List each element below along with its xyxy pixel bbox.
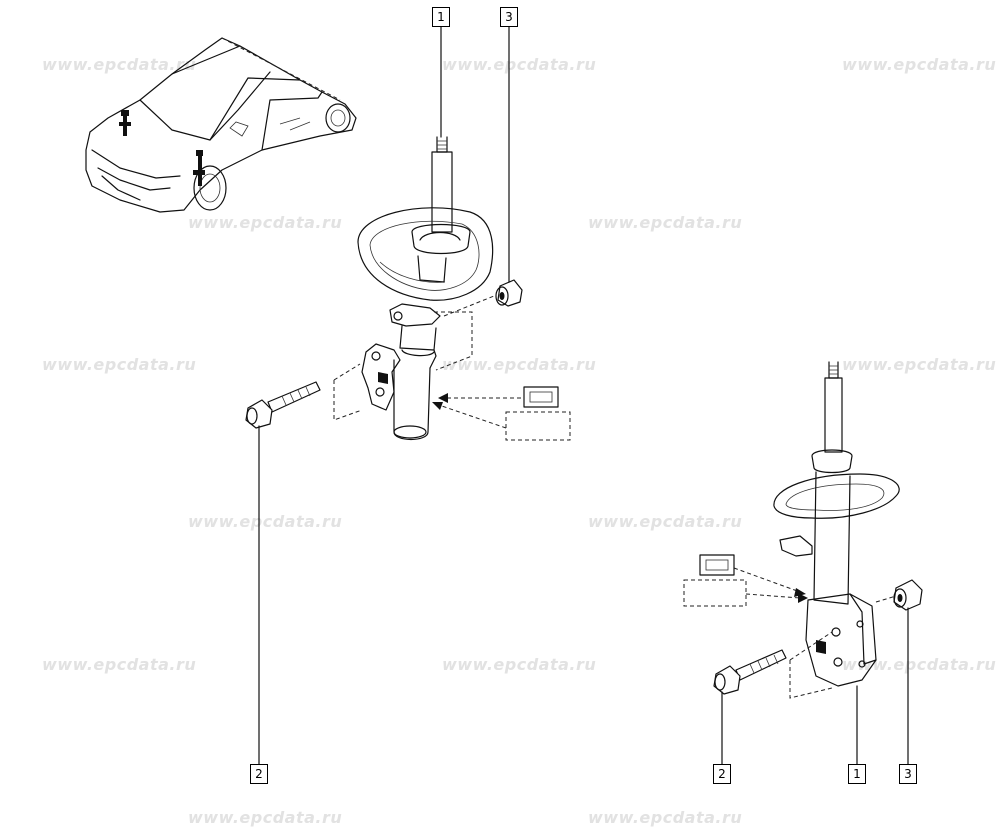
callout-2-upper: 2 bbox=[250, 764, 268, 784]
upper-strut-assembly bbox=[333, 136, 571, 441]
watermark: www.epcdata.ru bbox=[588, 213, 743, 232]
watermark: www.epcdata.ru bbox=[442, 355, 597, 374]
callout-3-upper: 3 bbox=[500, 7, 518, 27]
upper-bolt bbox=[245, 381, 321, 429]
lower-strut-assembly bbox=[683, 361, 900, 699]
watermark: www.epcdata.ru bbox=[42, 655, 197, 674]
watermark: www.epcdata.ru bbox=[188, 512, 343, 531]
callout-2-lower: 2 bbox=[713, 764, 731, 784]
watermark: www.epcdata.ru bbox=[188, 213, 343, 232]
watermark: www.epcdata.ru bbox=[842, 655, 997, 674]
watermark: www.epcdata.ru bbox=[42, 55, 197, 74]
lower-flange-nut bbox=[893, 579, 923, 611]
car-illustration bbox=[85, 37, 357, 213]
lower-bolt bbox=[713, 649, 787, 695]
watermark: www.epcdata.ru bbox=[42, 355, 197, 374]
watermark: www.epcdata.ru bbox=[442, 655, 597, 674]
callout-1-lower: 1 bbox=[848, 764, 866, 784]
upper-flange-nut bbox=[495, 279, 523, 307]
watermark: www.epcdata.ru bbox=[588, 512, 743, 531]
callout-3-lower: 3 bbox=[899, 764, 917, 784]
watermark: www.epcdata.ru bbox=[842, 55, 997, 74]
callout-1-upper: 1 bbox=[432, 7, 450, 27]
watermark: www.epcdata.ru bbox=[842, 355, 997, 374]
watermark: www.epcdata.ru bbox=[442, 55, 597, 74]
